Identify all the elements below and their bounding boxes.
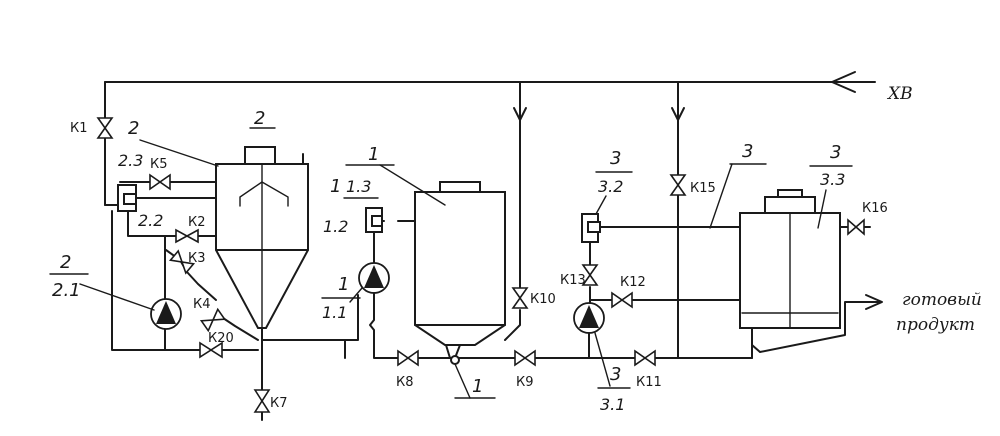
valve-k7-label: К7 bbox=[270, 396, 288, 411]
device-3-2 bbox=[581, 213, 741, 266]
label-2-2: 2.2 bbox=[138, 211, 163, 230]
valve-k13-label: К13 bbox=[560, 273, 586, 288]
unit-1-piping bbox=[369, 292, 753, 359]
valve-k8 bbox=[397, 349, 419, 367]
valve-k8-label: К8 bbox=[396, 375, 414, 390]
cold-water-header bbox=[104, 71, 876, 359]
valve-k2 bbox=[175, 228, 199, 244]
pump-2-1-label-b: 2.1 bbox=[52, 280, 81, 301]
valve-k15-label: К15 bbox=[690, 181, 716, 196]
unit-3-3-label-b: 3.3 bbox=[820, 170, 845, 189]
valve-k13 bbox=[581, 264, 599, 286]
unit-1-label: 1 bbox=[368, 144, 379, 165]
inlet-label: ХВ bbox=[886, 84, 913, 104]
pump-1-1 bbox=[358, 262, 390, 294]
unit-2-label: 2 bbox=[128, 118, 139, 139]
pump-3-1-label-a: 3 bbox=[610, 364, 621, 385]
vessel-2-title: 2 bbox=[254, 108, 265, 129]
junction-1 bbox=[450, 355, 460, 365]
unit-3-2-label-b: 3.2 bbox=[598, 177, 623, 196]
valve-k7 bbox=[253, 389, 271, 413]
pump-2-1 bbox=[150, 298, 182, 330]
pump-1-1-label-b: 1.1 bbox=[322, 303, 347, 322]
vessel-1 bbox=[414, 181, 506, 346]
valve-k16-label: К16 bbox=[862, 201, 888, 216]
valve-k3-label: К3 bbox=[188, 251, 206, 266]
label-1-3a: 1 bbox=[330, 176, 341, 197]
valve-k4 bbox=[199, 307, 227, 333]
valve-k1-label: К1 bbox=[70, 121, 88, 136]
valve-k12 bbox=[611, 291, 633, 309]
unit-3-piping bbox=[588, 81, 741, 359]
valve-k11-label: К11 bbox=[636, 375, 662, 390]
valve-k16 bbox=[847, 218, 865, 236]
valve-k15 bbox=[669, 174, 687, 196]
label-1-2: 1.2 bbox=[323, 217, 348, 236]
pump-3-1 bbox=[573, 302, 605, 334]
valve-k5 bbox=[149, 173, 171, 191]
valve-k5-label: К5 bbox=[150, 157, 168, 172]
pump-3-1-label-b: 3.1 bbox=[600, 395, 625, 414]
valve-k2-label: К2 bbox=[188, 215, 206, 230]
label-2-3: 2.3 bbox=[118, 151, 143, 170]
valve-k1 bbox=[96, 117, 114, 139]
unit-3-3-label-a: 3 bbox=[830, 142, 841, 163]
vessel-3-3 bbox=[739, 189, 841, 329]
valve-k9-label: К9 bbox=[516, 375, 534, 390]
valve-k4-label: К4 bbox=[193, 297, 211, 312]
product-outlet-piping bbox=[751, 226, 883, 359]
valve-k9 bbox=[514, 349, 536, 367]
valve-k11 bbox=[634, 349, 656, 367]
unit-1-lower-label: 1 bbox=[472, 376, 483, 397]
valve-k10-label: К10 bbox=[530, 292, 556, 307]
pump-1-1-label-a: 1 bbox=[338, 274, 349, 295]
outlet-label-2: продукт bbox=[896, 315, 975, 335]
outlet-label-1: готовый bbox=[902, 290, 982, 310]
unit-3-2-label-a: 3 bbox=[610, 148, 621, 169]
label-1-3b: 1.3 bbox=[346, 177, 371, 196]
vessel-2 bbox=[215, 146, 309, 329]
valve-k20-label: К20 bbox=[208, 331, 234, 346]
pump-2-1-label-a: 2 bbox=[60, 252, 71, 273]
device-1-2 bbox=[365, 207, 416, 263]
valve-k12-label: К12 bbox=[620, 275, 646, 290]
valve-k3 bbox=[168, 249, 196, 275]
valve-k20 bbox=[199, 341, 223, 359]
unit-2-leader bbox=[139, 139, 219, 167]
valve-k10 bbox=[511, 287, 529, 309]
unit-3-label: 3 bbox=[742, 141, 753, 162]
